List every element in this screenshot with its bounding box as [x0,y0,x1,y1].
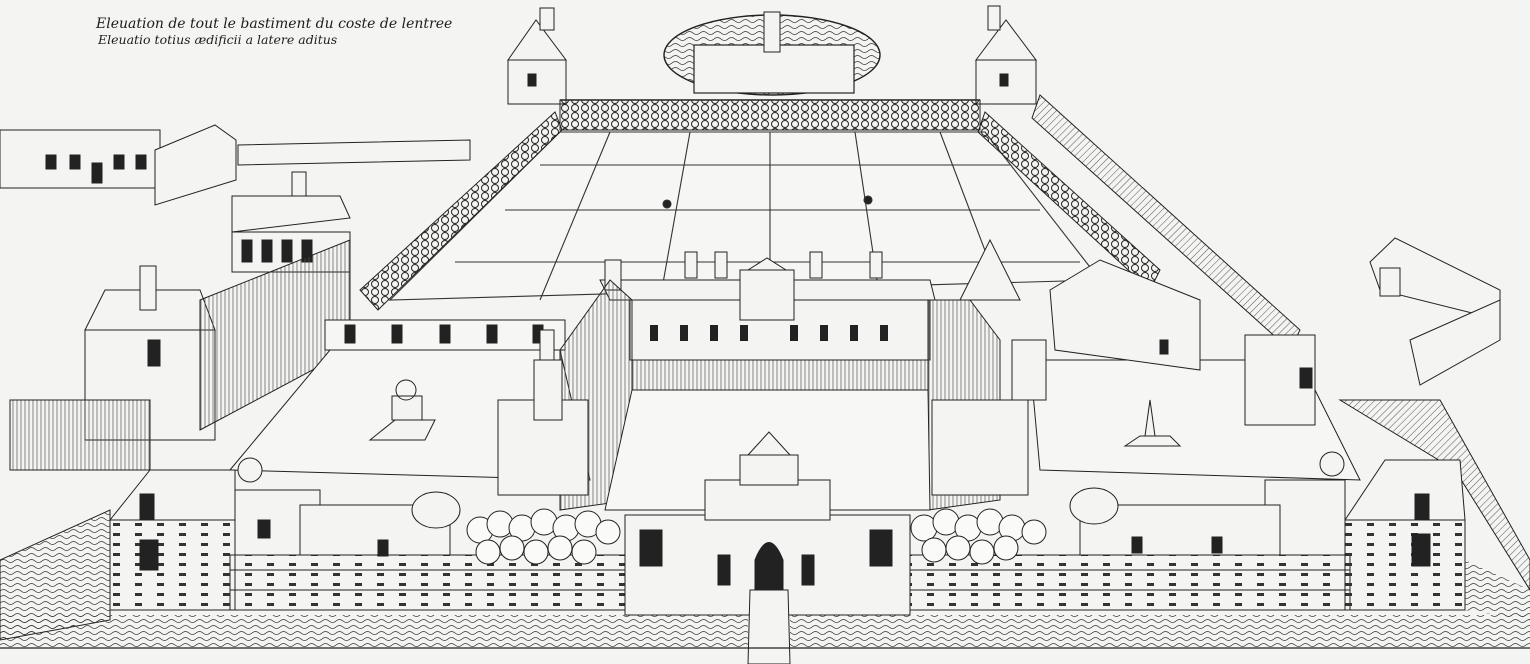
left-wing-buildings [9,171,351,471]
back-right-pavilion [975,5,1037,105]
back-gallery [559,99,981,131]
left-tree-grove [466,508,621,565]
moat-water [0,509,1530,649]
caption-french: Eleuation de tout le bastiment du coste … [96,16,453,32]
right-tree-grove [910,508,1047,565]
engraving-caption: Eleuation de tout le bastiment du coste … [96,16,452,48]
caption-latin: Eleuatio totius ædificii a latere aditus [98,32,338,47]
front-right-block [1069,451,1466,611]
chateau-right-wing [927,238,1047,511]
entrance-bridge [747,589,791,664]
oval-basin [663,11,881,96]
right-fountain [1123,399,1182,447]
far-left-outbuilding [0,124,471,206]
front-left-block [108,457,461,611]
right-diagonal-wall [1338,399,1530,591]
left-garden-wall [359,111,563,311]
main-chateau [599,251,936,391]
far-right-outbuilding [1049,237,1501,426]
left-fountain [368,379,436,441]
back-left-pavilion [507,7,567,105]
chateau-left-wing [497,279,633,511]
